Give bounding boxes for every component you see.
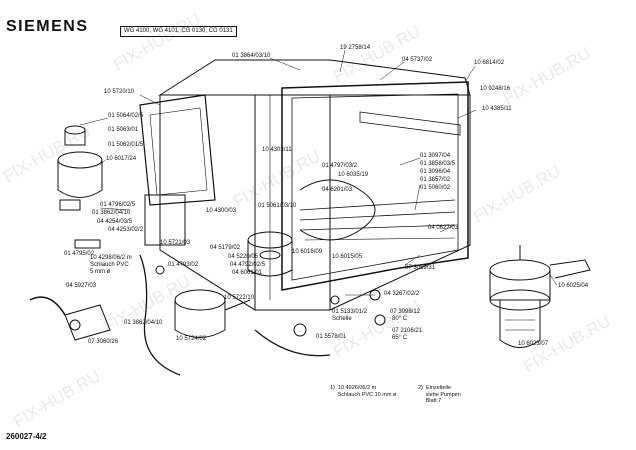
- right-pump-top: [489, 259, 551, 281]
- part-label: 01 3864/03/10: [232, 53, 271, 59]
- part-label: 01 3857/02: [420, 177, 451, 183]
- part-label: 10 6016/09: [292, 249, 323, 255]
- cabinet-front: [255, 94, 331, 311]
- part-label: 04 0627/03: [428, 225, 459, 231]
- bracket: [144, 194, 186, 246]
- part-label: Schelle: [332, 316, 352, 322]
- part-label: 01 5578/01: [316, 334, 347, 340]
- part-label: 10 9248/16: [480, 86, 511, 92]
- part-label: 01 3097/04: [420, 153, 451, 159]
- spray-arm: [359, 111, 461, 136]
- part-label: 04 6061/01: [232, 270, 263, 276]
- part-label: 10 5722/10: [224, 295, 255, 301]
- part-label: 01 3862/04/10: [92, 210, 131, 216]
- heater-coil: [299, 179, 376, 241]
- part-label: 10 6017/24: [106, 156, 137, 162]
- part-label: 10 6015/05: [332, 254, 363, 260]
- part-label: 04 5220/05: [228, 254, 259, 260]
- footnote-2: 2) Einzelteile siehe Pumpen Blatt 7: [418, 385, 461, 404]
- part-label: 10 6035/19: [338, 172, 369, 178]
- part-label: 01 5060/02: [420, 185, 451, 191]
- part-label: 01 3862/04/10: [124, 320, 163, 326]
- part-label: 04 3267/02/2: [384, 291, 420, 297]
- part-label: 10 4303/11: [262, 147, 292, 153]
- part-label: 10 6023/07: [518, 341, 549, 347]
- part-label: 04 4253/02/2: [108, 227, 144, 233]
- inlet-hose: [29, 296, 66, 316]
- cabinet-left-side: [159, 95, 256, 311]
- part-label: 01 5133/01/2: [332, 309, 368, 315]
- pump-housing: [174, 289, 226, 311]
- part-label: 01 5063/01: [108, 127, 139, 133]
- part-label: 04 5927/03: [66, 283, 97, 289]
- part-label: 01 4797/03/2: [322, 163, 358, 169]
- cabinet-top: [158, 59, 471, 96]
- part-label: 01 5064/02/5: [108, 113, 144, 119]
- brand-logo: SIEMENS: [6, 18, 89, 35]
- side-panel: [139, 94, 216, 206]
- drain-hose: [139, 254, 181, 376]
- part-label: 10 4385/11: [482, 106, 512, 112]
- part-label: 5 mm ø: [90, 269, 111, 275]
- part-label: 80° C: [392, 316, 408, 322]
- part-label: 04 5179/02: [210, 245, 241, 251]
- part-label: 10 4298/06/2 m: [90, 255, 132, 261]
- document-number: 260027-4/2: [6, 432, 47, 441]
- part-label: 10 5720/10: [104, 89, 135, 95]
- part-label: 01 4795/02: [64, 251, 95, 257]
- part-label: 01 5062/01/5: [108, 142, 144, 148]
- inlet-valve: [64, 304, 111, 341]
- door-frame: [281, 81, 469, 291]
- part-label: 01 4793/02: [168, 262, 199, 268]
- part-label: 04 4254/03/5: [97, 219, 133, 225]
- part-label: 04 5737/02: [402, 57, 433, 63]
- part-label: 01 3096/04: [420, 169, 451, 175]
- part-label: 10 4300/03: [206, 208, 237, 214]
- part-label: 07 3060/26: [88, 339, 119, 345]
- softener-top: [57, 151, 103, 169]
- part-label: 07 2106/21: [392, 328, 423, 334]
- part-label: 10 5721/03: [160, 240, 191, 246]
- part-label: 01 4796/02/5: [100, 202, 136, 208]
- part-label: 01 5061/03/10: [258, 203, 297, 209]
- part-label: 65° C: [392, 335, 408, 341]
- part-label: 01 3858/03/5: [420, 161, 456, 167]
- part-label: 19 2758/14: [340, 45, 371, 51]
- part-label: 04 6201/03: [322, 187, 353, 193]
- part-label: 07 3059/31: [405, 265, 436, 271]
- part-label: 10 6814/02: [474, 60, 505, 66]
- part-label: 10 5724/02: [176, 336, 207, 342]
- footnote-1: 1) 10 4926/06/2 m Schlauch PVC 10 mm ø: [330, 385, 397, 398]
- part-label: 10 6025/04: [558, 283, 589, 289]
- part-label: 07 3098/12: [390, 309, 421, 315]
- part-label: 04 4792/02/5: [230, 262, 266, 268]
- part-label: Schlauch PVC: [90, 262, 129, 268]
- model-list: WG 4100, WG 4101, CG 0130, CG 0131: [120, 26, 237, 37]
